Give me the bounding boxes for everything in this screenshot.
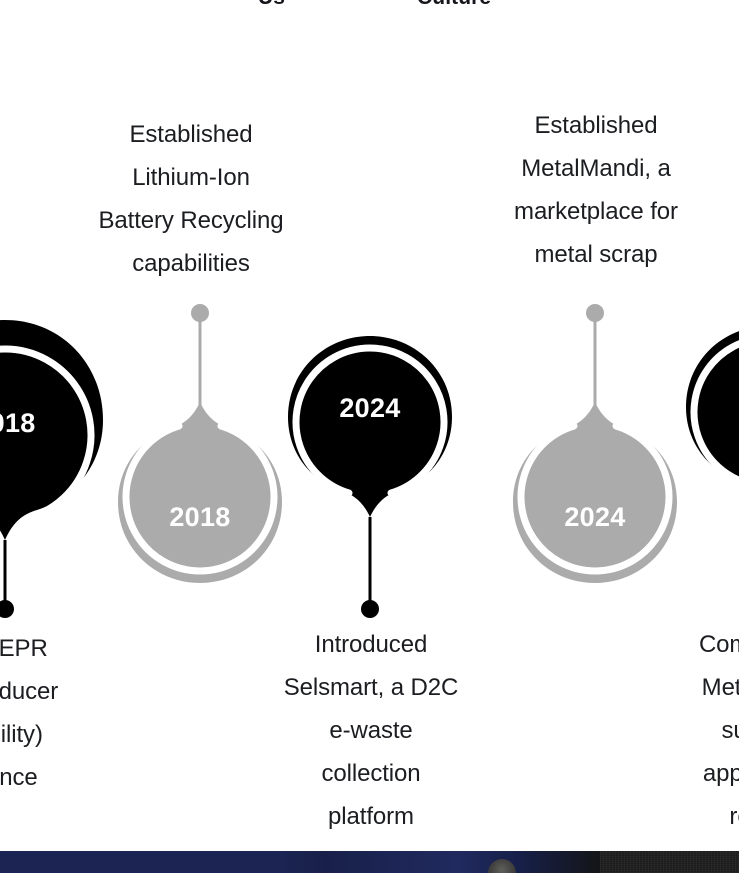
pin-shape-down bbox=[0, 320, 103, 540]
milestone-caption-epr: hed EPR d Producer nsibility) pliance bbox=[0, 635, 59, 791]
marker-2018-active-clipped[interactable]: 2018 bbox=[0, 312, 115, 622]
milestone-caption-committed-metals: Commit Metals, sus approa re bbox=[698, 631, 739, 830]
pin-end-dot bbox=[0, 600, 14, 618]
nav-item-us[interactable]: Us bbox=[258, 0, 285, 10]
pin-shape-down bbox=[288, 336, 452, 517]
pin-end-dot bbox=[586, 304, 604, 322]
milestone-caption-lithium-ion: Established Lithium-Ion Battery Recyclin… bbox=[98, 121, 284, 277]
milestone-caption-selsmart: Introduced Selsmart, a D2C e-waste colle… bbox=[283, 631, 459, 830]
pin-end-dot bbox=[191, 304, 209, 322]
top-nav-strip: Us Culture bbox=[0, 0, 739, 16]
pin-shape-up bbox=[513, 402, 677, 583]
pin-shape-up bbox=[118, 402, 282, 583]
bottom-bar-texture bbox=[600, 851, 739, 873]
marker-2018-inactive[interactable]: 2018 bbox=[110, 300, 290, 600]
marker-2024-inactive[interactable]: 2024 bbox=[505, 300, 685, 600]
milestone-caption-metalmandi: Established MetalMandi, a marketplace fo… bbox=[514, 112, 678, 268]
bottom-bar-orb-icon bbox=[488, 859, 516, 873]
pin-shape-down bbox=[686, 331, 739, 484]
marker-active-clipped-right[interactable]: 2 bbox=[678, 320, 739, 620]
nav-item-culture[interactable]: Culture bbox=[417, 0, 491, 10]
pin-end-dot bbox=[361, 600, 379, 618]
marker-2024-active[interactable]: 2024 bbox=[280, 330, 460, 630]
bottom-bar bbox=[0, 851, 739, 873]
